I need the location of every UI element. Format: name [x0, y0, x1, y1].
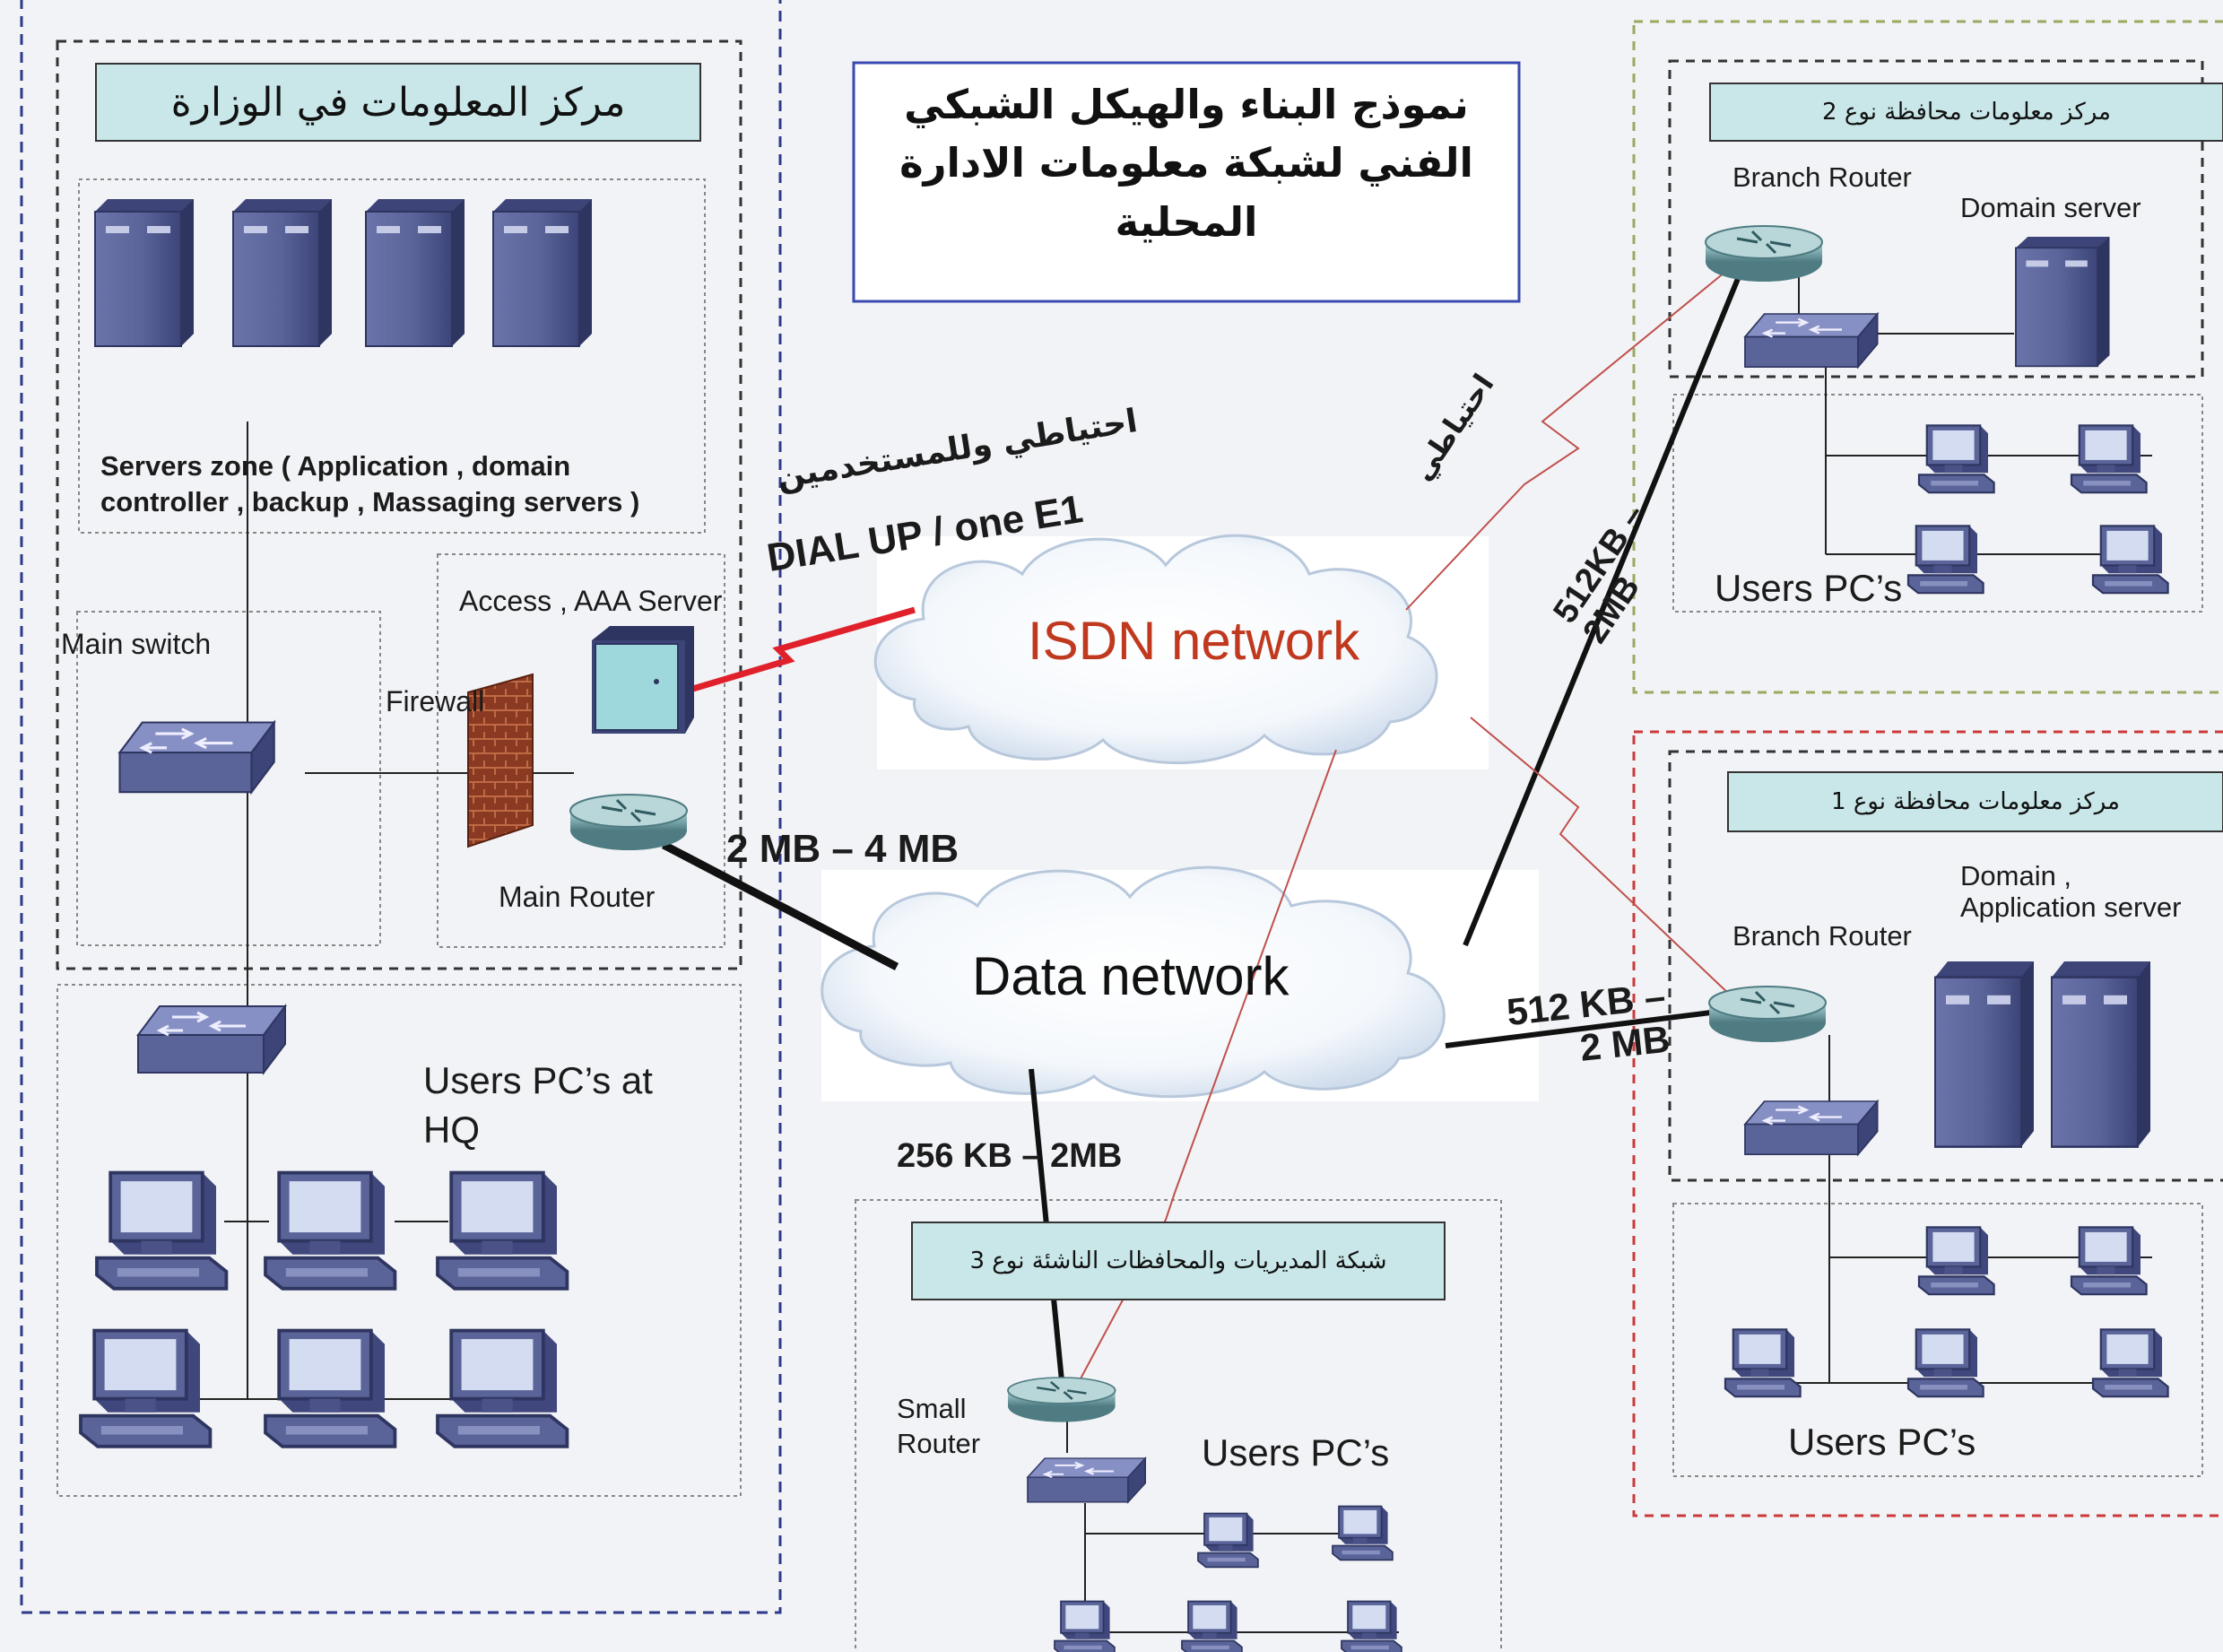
type1-server-icon — [1933, 960, 2036, 1148]
hq-access-switch-icon[interactable] — [136, 1004, 287, 1074]
type3-users-label: Users PC’s — [1202, 1431, 1390, 1474]
type2-header-label: مركز معلومات محافظة نوع 2 — [1709, 83, 2223, 142]
access-server-icon[interactable] — [592, 626, 694, 734]
pc-icon[interactable] — [2091, 1328, 2169, 1398]
servers-zone-label: Servers zone ( Application , domain cont… — [100, 450, 640, 517]
pc-icon[interactable] — [1917, 424, 1995, 494]
isdn-network-label: ISDN network — [1028, 611, 1360, 671]
main-link-label: 2 MB – 4 MB — [726, 827, 960, 871]
hq-users-label: Users PC’s at HQ — [423, 1059, 653, 1151]
hq-header-label: مركز المعلومات في الوزارة — [95, 63, 701, 142]
type2-branch-router-icon[interactable] — [1704, 224, 1824, 283]
pc-icon[interactable] — [1341, 1600, 1402, 1652]
type1-switch-icon[interactable] — [1743, 1100, 1879, 1156]
small-router-label: Small Router — [897, 1393, 981, 1459]
pc-icon[interactable] — [2070, 1226, 2148, 1296]
main-switch-icon[interactable] — [117, 720, 276, 794]
type1-server-icon — [2050, 960, 2152, 1148]
type2-inner-zone — [1668, 59, 2204, 378]
pc-icon[interactable] — [2091, 525, 2169, 595]
backup-links — [1072, 259, 1741, 1395]
pc-icon[interactable] — [1917, 1226, 1995, 1296]
type1-header-label: مركز معلومات محافظة نوع 1 — [1727, 771, 2223, 832]
type3-header-label: شبكة المديريات والمحافظات الناشئة نوع 3 — [911, 1222, 1446, 1300]
type2-branch-router-label: Branch Router — [1732, 161, 1912, 193]
type1-link — [1445, 1009, 1719, 1048]
type2-switch-icon[interactable] — [1743, 312, 1879, 369]
hq-datacenter-zone — [56, 39, 742, 970]
pc-icon[interactable] — [2070, 424, 2148, 494]
pc-icon[interactable] — [1906, 1328, 1984, 1398]
type1-domain-server-label: Domain , Application server — [1960, 860, 2182, 923]
small-router-icon[interactable] — [1006, 1376, 1116, 1423]
pc-icon[interactable] — [436, 1170, 569, 1291]
pc-icon[interactable] — [1906, 525, 1984, 595]
main-router-label: Main Router — [499, 881, 656, 913]
access-server-label: Access , AAA Server — [459, 585, 723, 617]
title-frame — [852, 61, 1521, 303]
firewall-icon — [467, 673, 534, 848]
isdn-cloud-icon — [873, 534, 1438, 765]
firewall-label: Firewall — [386, 685, 485, 717]
pc-icon[interactable] — [1197, 1512, 1259, 1569]
pc-icon[interactable] — [264, 1170, 397, 1291]
pc-icon[interactable] — [95, 1170, 229, 1291]
pc-icon[interactable] — [1054, 1600, 1116, 1652]
type2-link — [1463, 264, 1746, 947]
type1-users-label: Users PC’s — [1788, 1421, 1976, 1463]
pc-icon[interactable] — [1724, 1328, 1802, 1398]
type2-users-label: Users PC’s — [1715, 567, 1903, 609]
pc-icon[interactable] — [1332, 1505, 1394, 1561]
server-icon — [94, 198, 195, 347]
hq-outer-zone — [20, 0, 782, 1614]
type2-outer-zone — [1632, 20, 2223, 694]
type1-users-zone — [1672, 1203, 2203, 1477]
type3-zone — [855, 1199, 1502, 1652]
pc-icon[interactable] — [436, 1328, 569, 1448]
dialup-link — [685, 606, 916, 694]
type3-link-label: 256 KB – 2MB — [897, 1137, 1123, 1175]
server-icon — [232, 198, 333, 347]
pc-icon[interactable] — [264, 1328, 397, 1448]
type3-switch-icon[interactable] — [1026, 1456, 1147, 1504]
type2-domain-server-icon — [2015, 236, 2111, 368]
type1-link-label: 512 KB – 2 MB — [1504, 974, 1672, 1070]
access-zone — [437, 553, 725, 948]
type1-branch-router-icon[interactable] — [1707, 985, 1828, 1044]
hq-users-zone — [56, 984, 742, 1497]
data-cloud-icon — [821, 865, 1446, 1099]
pc-icon[interactable] — [1181, 1600, 1243, 1652]
servers-zone-box — [78, 178, 706, 534]
type2-domain-server-label: Domain server — [1960, 192, 2141, 223]
type1-outer-zone — [1632, 730, 2223, 1517]
page-title: نموذج البناء والهيكل الشبكي الفني لشبكة … — [899, 81, 1473, 246]
pc-icon[interactable] — [79, 1328, 213, 1448]
data-network-label: Data network — [972, 946, 1290, 1006]
main-router-icon[interactable] — [569, 793, 689, 852]
main-switch-zone — [76, 611, 381, 946]
server-icon — [365, 198, 465, 347]
type1-branch-router-label: Branch Router — [1732, 920, 1912, 952]
server-icon — [492, 198, 593, 347]
main-link — [661, 841, 899, 970]
main-switch-label: Main switch — [61, 628, 212, 660]
